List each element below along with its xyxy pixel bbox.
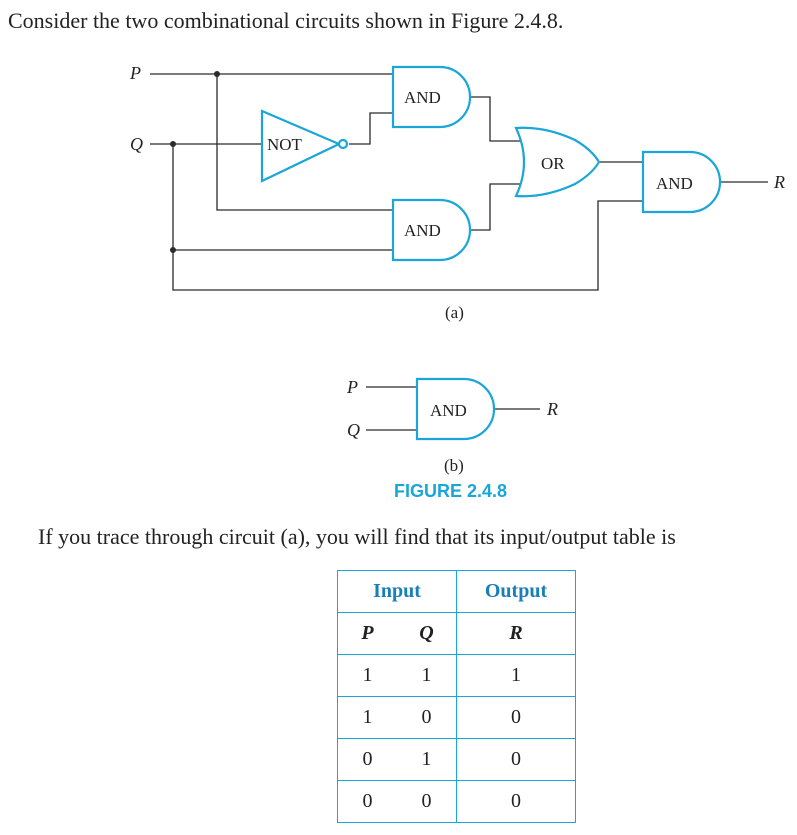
junction-q-lower (170, 247, 176, 253)
table-group-header-row: Input Output (337, 570, 576, 613)
column-p: P (361, 622, 374, 644)
and-gate-top: AND (391, 65, 472, 129)
header-input: Input (337, 570, 457, 613)
and-gate-output: AND (641, 150, 722, 214)
or-gate: OR (514, 126, 601, 198)
column-q: Q (419, 622, 434, 644)
and-gate-output-label: AND (656, 174, 693, 193)
input-p-label-b: P (346, 377, 358, 397)
circuit-a-wires (150, 71, 768, 291)
and-gate-middle-label: AND (404, 221, 441, 240)
figure-caption: FIGURE 2.4.8 (394, 481, 507, 501)
or-gate-label: OR (541, 154, 565, 173)
and-gate-middle: AND (391, 198, 472, 262)
and-gate-b-label: AND (430, 401, 467, 420)
and-gate-top-label: AND (404, 88, 441, 107)
caption-b: (b) (444, 456, 464, 475)
not-gate: NOT (260, 109, 349, 183)
wire-and-mid-out (469, 183, 522, 231)
header-output: Output (456, 570, 576, 613)
caption-a: (a) (445, 303, 464, 322)
input-q-label: Q (130, 134, 143, 154)
junction-q (170, 141, 176, 147)
wire-p-branch (216, 74, 393, 211)
output-r-label-b: R (546, 399, 558, 419)
and-gate-b (415, 377, 496, 441)
input-q-label-b: Q (347, 420, 360, 440)
circuit-b: AND P Q R (346, 377, 558, 441)
output-r-label: R (773, 172, 785, 192)
trace-text: If you trace through circuit (a), you wi… (38, 524, 676, 549)
wire-not-out (349, 112, 393, 145)
figure-2-4-8-diagram: P Q R AND NOT AND OR AND (a) AND P Q R (… (129, 63, 785, 501)
wire-q-branch (172, 144, 643, 291)
input-p-label: P (129, 63, 141, 83)
column-r: R (456, 612, 576, 655)
wire-and-top-out (469, 96, 522, 142)
junction-p (214, 71, 220, 77)
not-gate-label: NOT (267, 135, 303, 154)
intro-text: Consider the two combinational circuits … (8, 8, 564, 33)
table-column-header-row: P Q R (337, 612, 576, 655)
